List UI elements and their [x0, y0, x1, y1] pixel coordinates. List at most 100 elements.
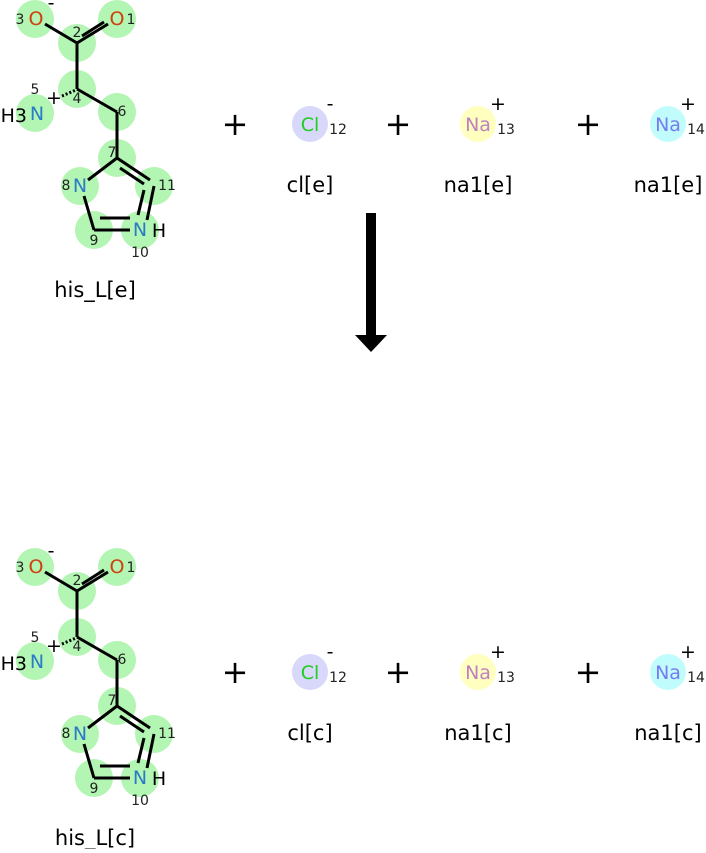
- bond: [87, 704, 118, 730]
- atom-number: 7: [108, 693, 117, 709]
- atom-symbol: Na: [465, 114, 491, 136]
- plus-sign: +: [222, 653, 249, 691]
- plus-sign: +: [222, 105, 249, 143]
- atom-number: 1: [127, 12, 136, 28]
- atom-n5: N: [30, 103, 44, 125]
- atom-o3: O: [29, 556, 44, 578]
- atom-highlight: [61, 167, 99, 205]
- compound-name: na1[e]: [444, 173, 513, 197]
- atom-highlight: [650, 106, 686, 142]
- double-bond: [119, 166, 145, 186]
- atom-highlight: [292, 106, 328, 142]
- double-bond: [119, 714, 145, 734]
- atom-symbol: Na: [465, 662, 491, 684]
- atom-number: 14: [687, 670, 705, 686]
- atom-highlight: [650, 654, 686, 690]
- hydrogen-label: H: [152, 220, 166, 242]
- compound-name: na1[c]: [444, 721, 511, 745]
- atom-n5: N: [30, 651, 44, 673]
- atom-highlight: [16, 642, 54, 680]
- atom-highlight: [16, 548, 54, 586]
- compound-name: na1[e]: [634, 173, 703, 197]
- bond: [82, 195, 96, 231]
- atom-n10: N: [133, 767, 147, 789]
- atom-number: 10: [131, 245, 149, 261]
- bond: [116, 156, 151, 182]
- atom-number: 7: [108, 145, 117, 161]
- atom-number: 2: [73, 25, 82, 41]
- hydrogen-label: H3: [1, 105, 27, 127]
- atom-highlight: [121, 211, 159, 249]
- bond: [82, 743, 96, 779]
- atom-symbol: Na: [655, 114, 681, 136]
- plus-sign: +: [575, 105, 602, 143]
- atom-highlight: [98, 0, 136, 38]
- hydrogen-label: H3: [1, 653, 27, 675]
- charge: +: [680, 641, 696, 663]
- compound-name: his_L[e]: [54, 278, 136, 303]
- atom-number: 2: [73, 573, 82, 589]
- atom-number: 13: [497, 670, 515, 686]
- hash-bond: [61, 636, 77, 646]
- atom-number: 3: [16, 560, 25, 576]
- atom-number: 3: [16, 12, 25, 28]
- atom-number: 14: [687, 122, 705, 138]
- atom-highlight: [460, 106, 496, 142]
- atom-number: 4: [73, 639, 82, 655]
- bond: [44, 22, 78, 45]
- atom-number: 4: [73, 91, 82, 107]
- atom-number: 13: [497, 122, 515, 138]
- atom-number: 8: [62, 178, 71, 194]
- atom-n10: N: [133, 219, 147, 241]
- atom-o1: O: [110, 556, 125, 578]
- charge: -: [327, 93, 334, 115]
- atom-number: 8: [62, 726, 71, 742]
- hydrogen-label: H: [152, 768, 166, 790]
- hash-bond: [61, 88, 77, 98]
- bond: [145, 733, 156, 769]
- atom-number: 6: [118, 652, 127, 668]
- bond: [87, 156, 118, 182]
- atom-n8: N: [73, 723, 87, 745]
- compound-name: na1[c]: [634, 721, 701, 745]
- plus-sign: +: [385, 105, 412, 143]
- plus-sign: +: [385, 653, 412, 691]
- sodium-ion: Na+14 na1[e]: [634, 93, 705, 197]
- atom-number: 9: [90, 781, 99, 797]
- atom-number: 11: [158, 178, 176, 194]
- atom-highlight: [16, 0, 54, 38]
- bond: [76, 635, 118, 662]
- atom-number: 9: [90, 233, 99, 249]
- double-bond: [81, 20, 105, 38]
- bond: [76, 22, 109, 45]
- atom-number: 12: [329, 670, 347, 686]
- charge: +: [46, 635, 62, 657]
- atom-o1: O: [110, 8, 125, 30]
- atom-n8: N: [73, 175, 87, 197]
- bond: [76, 570, 109, 593]
- bond: [76, 87, 118, 114]
- atom-highlight: [98, 548, 136, 586]
- plus-sign: +: [575, 653, 602, 691]
- atom-number: 1: [127, 560, 136, 576]
- atom-highlight: [121, 759, 159, 797]
- double-bond: [136, 737, 146, 764]
- charge: -: [48, 0, 55, 14]
- compound-name: cl[c]: [287, 721, 332, 745]
- atom-o3: O: [29, 8, 44, 30]
- bond: [145, 185, 156, 221]
- atom-number: 10: [131, 793, 149, 809]
- compound-name: his_L[c]: [55, 826, 135, 849]
- atom-number: 5: [31, 82, 40, 98]
- bond: [116, 704, 151, 730]
- charge: +: [680, 93, 696, 115]
